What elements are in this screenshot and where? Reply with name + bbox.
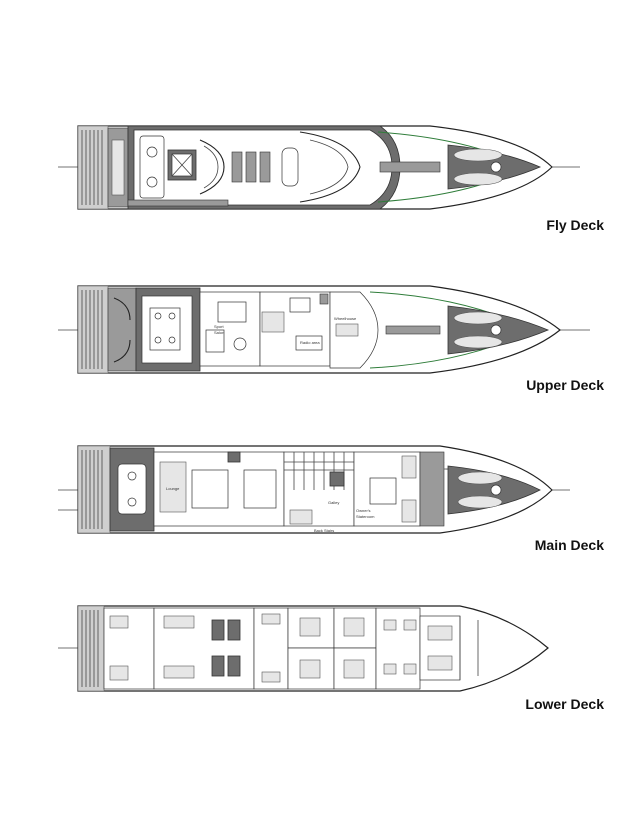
deck-main: Lounge Galley Back Stairs Owner's Stater… (0, 400, 640, 560)
deck-label-lower: Lower Deck (525, 696, 604, 712)
deck-label-fly: Fly Deck (546, 217, 604, 233)
deck-label-upper: Upper Deck (526, 377, 604, 393)
svg-text:Lounge: Lounge (166, 486, 180, 491)
svg-text:Sport: Sport (214, 324, 224, 329)
svg-text:Salon: Salon (214, 330, 224, 335)
deck-upper: Sport Salon Radio area Wheelhouse Upper … (0, 240, 640, 400)
svg-text:Owner's: Owner's (356, 508, 371, 513)
svg-text:Stateroom: Stateroom (356, 514, 375, 519)
svg-text:Galley: Galley (328, 500, 339, 505)
deck-label-main: Main Deck (534, 537, 604, 553)
lower-deck-plan (58, 605, 549, 692)
svg-text:Wheelhouse: Wheelhouse (334, 316, 357, 321)
deck-lower: Lower Deck (0, 560, 640, 730)
deck-fly: Fly Deck (0, 0, 640, 240)
main-deck-plan: Lounge Galley Back Stairs Owner's Stater… (58, 445, 570, 534)
svg-text:Back Stairs: Back Stairs (314, 528, 334, 533)
fly-deck-plan (58, 125, 580, 210)
svg-text:Radio area: Radio area (300, 340, 320, 345)
upper-deck-plan: Sport Salon Radio area Wheelhouse (58, 285, 590, 374)
